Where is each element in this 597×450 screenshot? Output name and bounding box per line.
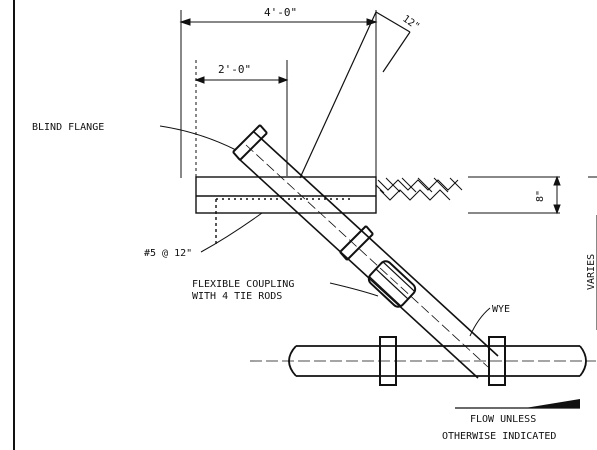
angle-dimension-label: 12" (400, 13, 421, 32)
blind-flange-label: BLIND FLANGE (32, 122, 104, 133)
coupling-label-line2: WITH 4 TIE RODS (192, 291, 282, 302)
flow-arrow (455, 399, 580, 409)
varies-label: VARIES (586, 254, 597, 290)
dimension-lines (179, 10, 378, 178)
flow-label-line2: OTHERWISE INDICATED (442, 431, 556, 442)
soil-hatch (375, 177, 463, 201)
flow-label-line1: FLOW UNLESS (470, 414, 536, 425)
angle-dimension (299, 11, 411, 179)
outer-width-label: 4'-0" (264, 6, 297, 19)
varies-dimension (588, 176, 597, 330)
main-pipe (250, 336, 596, 386)
slab-thickness-dimension (468, 175, 561, 215)
slab-thickness-label: 8" (535, 190, 546, 202)
branch-pipe (237, 131, 499, 379)
flexible-coupling (367, 260, 417, 308)
branch-flange (339, 225, 374, 261)
inner-width-label: 2'-0" (218, 63, 251, 76)
leader-lines (159, 125, 491, 337)
coupling-label-line1: FLEXIBLE COUPLING (192, 279, 294, 290)
concrete-slab (195, 176, 377, 246)
blind-flange (232, 124, 268, 161)
rebar-label: #5 @ 12" (144, 248, 192, 259)
wye-label: WYE (492, 304, 510, 315)
